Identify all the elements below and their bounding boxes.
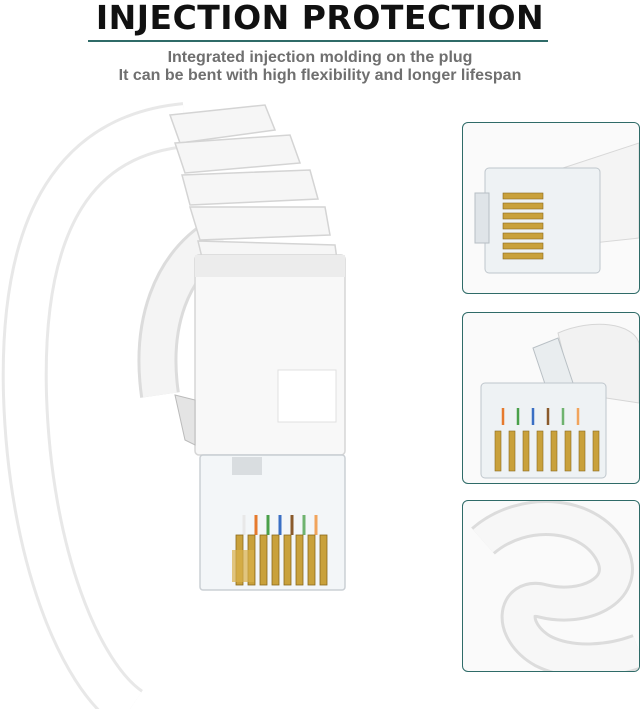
- subtitle-line-1: Integrated injection molding on the plug: [167, 49, 473, 66]
- title-divider: [88, 40, 548, 42]
- detail-panel-front-view: [462, 312, 640, 484]
- detail-panel-cable-curl: [462, 500, 640, 672]
- page-title: INJECTION PROTECTION: [95, 0, 545, 37]
- main-cable-illustration: [0, 95, 420, 709]
- subtitle-line-2: It can be bent with high flexibility and…: [118, 67, 522, 84]
- detail-panel-side-view: [462, 122, 640, 294]
